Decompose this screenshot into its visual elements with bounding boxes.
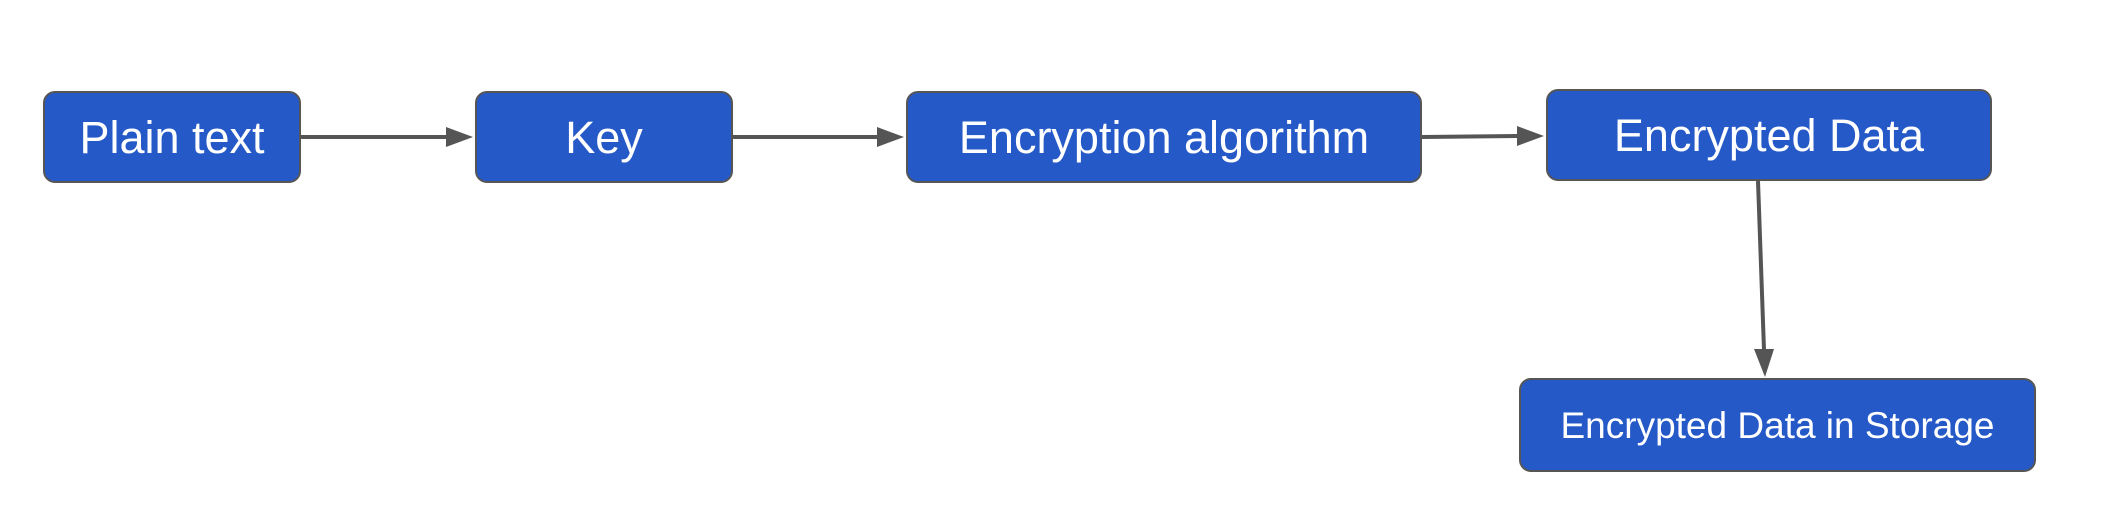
arrowhead-icon <box>1517 126 1544 146</box>
node-label: Encrypted Data in Storage <box>1560 404 1995 446</box>
node-label: Encryption algorithm <box>958 111 1370 163</box>
edge-plain-text-to-key <box>301 127 473 147</box>
node-label: Plain text <box>79 111 265 163</box>
arrowhead-icon <box>1754 349 1774 377</box>
node-key: Key <box>475 91 733 183</box>
node-plain-text: Plain text <box>43 91 301 183</box>
node-encryption-algorithm: Encryption algorithm <box>906 91 1422 183</box>
connector-line <box>1756 180 1766 351</box>
node-encrypted-data: Encrypted Data <box>1546 89 1992 181</box>
connector-line <box>1421 134 1519 139</box>
node-label: Key <box>565 111 643 163</box>
node-label: Encrypted Data <box>1613 109 1925 161</box>
node-encrypted-data-in-storage: Encrypted Data in Storage <box>1519 378 2036 472</box>
edge-encryption-algorithm-to-encrypted-data <box>1421 126 1544 146</box>
edge-key-to-encryption-algorithm <box>733 127 904 147</box>
edge-encrypted-data-to-storage <box>1754 180 1774 377</box>
arrowhead-icon <box>446 127 473 147</box>
arrowhead-icon <box>877 127 904 147</box>
